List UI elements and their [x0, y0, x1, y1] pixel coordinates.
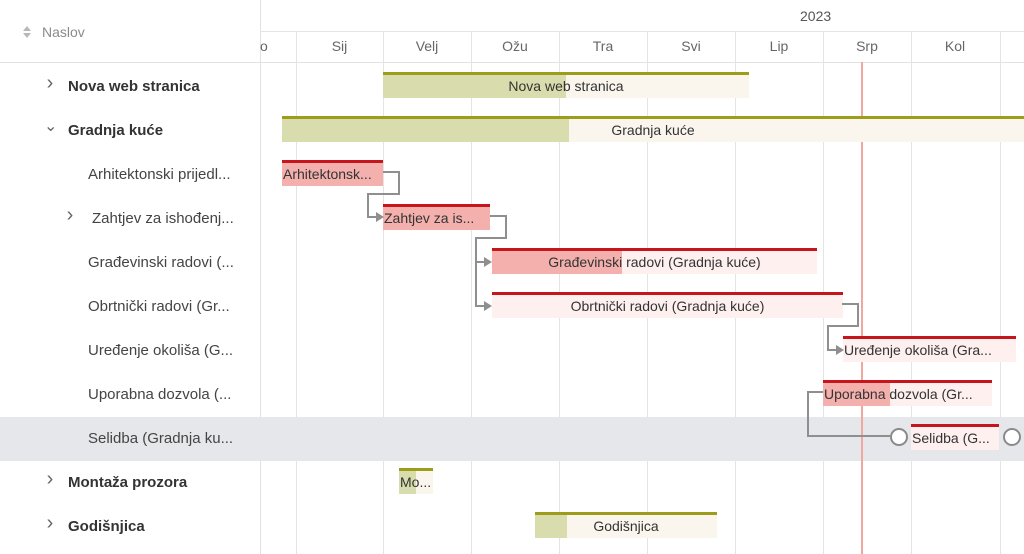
bar-top-line — [492, 248, 817, 251]
task-bar-label: Selidba (G... — [912, 430, 990, 446]
task-bar[interactable]: Zahtjev za is... — [383, 204, 490, 230]
task-title[interactable]: Godišnjica — [68, 518, 145, 535]
task-bar-label: Uporabna dozvola (Gr... — [824, 386, 973, 402]
task-title[interactable]: Zahtjev za ishođenj... — [92, 210, 234, 227]
task-title[interactable]: Obrtnički radovi (Gr... — [88, 298, 230, 315]
timeline-header-divider — [260, 31, 1024, 32]
task-bar-label: Obrtnički radovi (Gradnja kuće) — [570, 298, 765, 314]
progress-fill — [282, 160, 383, 186]
task-title[interactable]: Arhitektonski prijedl... — [88, 166, 231, 183]
bar-top-line — [535, 512, 717, 515]
task-row[interactable]: Arhitektonski prijedl... — [0, 153, 1024, 197]
task-title[interactable]: Montaža prozora — [68, 474, 188, 491]
task-bar-label: Zahtjev za is... — [384, 210, 475, 226]
bar-top-line — [282, 160, 383, 163]
task-bar[interactable]: Selidba (G... — [911, 424, 999, 450]
task-row[interactable]: Gradnja kuće — [0, 109, 1024, 153]
task-title[interactable]: Uređenje okoliša (G... — [88, 342, 234, 359]
task-row[interactable]: Uređenje okoliša (G... — [0, 329, 1024, 373]
task-bar-label: Mo... — [400, 474, 432, 490]
year-label: 2023 — [800, 8, 832, 24]
month-gridline — [296, 32, 297, 554]
task-title[interactable]: Nova web stranica — [68, 78, 200, 95]
month-label: Kol — [944, 38, 966, 54]
task-title[interactable]: Selidba (Gradnja ku... — [88, 430, 234, 447]
task-row[interactable]: Godišnjica — [0, 505, 1024, 549]
month-gridline — [383, 32, 384, 554]
progress-fill — [535, 512, 567, 538]
task-row[interactable]: Obrtnički radovi (Gr... — [0, 285, 1024, 329]
task-bar[interactable]: Godišnjica — [535, 512, 717, 538]
task-bar-label: Nova web stranica — [508, 78, 624, 94]
month-label: Svi — [681, 38, 701, 54]
progress-fill — [383, 204, 490, 230]
task-bar[interactable]: Arhitektonsk... — [282, 160, 383, 186]
task-bar-label: Arhitektonsk... — [283, 166, 372, 182]
task-bar-label: Gradnja kuće — [611, 122, 695, 138]
task-bar[interactable]: Uređenje okoliša (Gra... — [843, 336, 1016, 362]
month-label: Ožu — [502, 38, 528, 54]
month-label: Srp — [856, 38, 878, 54]
task-bar[interactable]: Uporabna dozvola (Gr... — [823, 380, 992, 406]
task-bar[interactable]: Nova web stranica — [383, 72, 749, 98]
bar-top-line — [383, 204, 490, 207]
month-label: Tra — [592, 38, 614, 54]
month-gridline — [471, 32, 472, 554]
task-row[interactable]: Selidba (Gradnja ku... — [0, 417, 1024, 461]
bar-top-line — [823, 380, 992, 383]
task-bar[interactable]: Građevinski radovi (Gradnja kuće) — [492, 248, 817, 274]
task-row[interactable]: Građevinski radovi (... — [0, 241, 1024, 285]
bar-top-line — [911, 424, 999, 427]
task-row[interactable]: Uporabna dozvola (... — [0, 373, 1024, 417]
bar-top-line — [843, 336, 1016, 339]
task-bar-label: Uređenje okoliša (Gra... — [844, 342, 992, 358]
progress-fill — [399, 468, 416, 494]
timeline-header — [260, 0, 1024, 63]
progress-fill — [383, 72, 566, 98]
bar-top-line — [399, 468, 433, 471]
progress-fill — [823, 380, 890, 406]
task-row[interactable]: Zahtjev za ishođenj... — [0, 197, 1024, 241]
task-bar[interactable]: Obrtnički radovi (Gradnja kuće) — [492, 292, 843, 318]
month-label: o — [260, 38, 268, 54]
month-label: Sij — [331, 38, 348, 54]
task-row[interactable]: Nova web stranica — [0, 65, 1024, 109]
bar-top-line — [492, 292, 843, 295]
link-handle-start[interactable] — [890, 428, 908, 446]
month-gridline — [911, 32, 912, 554]
task-bar[interactable]: Gradnja kuće — [282, 116, 1024, 142]
task-row[interactable]: Montaža prozora — [0, 461, 1024, 505]
month-gridline — [1000, 32, 1001, 554]
bar-top-line — [282, 116, 1024, 119]
task-title[interactable]: Građevinski radovi (... — [88, 254, 234, 271]
today-marker — [861, 62, 863, 554]
task-bar-label: Godišnjica — [593, 518, 659, 534]
task-bar-label: Građevinski radovi (Gradnja kuće) — [548, 254, 761, 270]
sort-icon[interactable] — [22, 25, 32, 39]
title-column-header[interactable]: Naslov — [42, 24, 85, 40]
link-handle-end[interactable] — [1003, 428, 1021, 446]
bar-top-line — [383, 72, 749, 75]
progress-fill — [492, 248, 622, 274]
progress-fill — [282, 116, 569, 142]
task-title[interactable]: Gradnja kuće — [68, 122, 164, 139]
task-bar[interactable]: Mo... — [399, 468, 433, 494]
month-label: Lip — [769, 38, 789, 54]
month-label: Velj — [415, 38, 439, 54]
task-title[interactable]: Uporabna dozvola (... — [88, 386, 232, 403]
tree-header: Naslov — [0, 0, 260, 63]
